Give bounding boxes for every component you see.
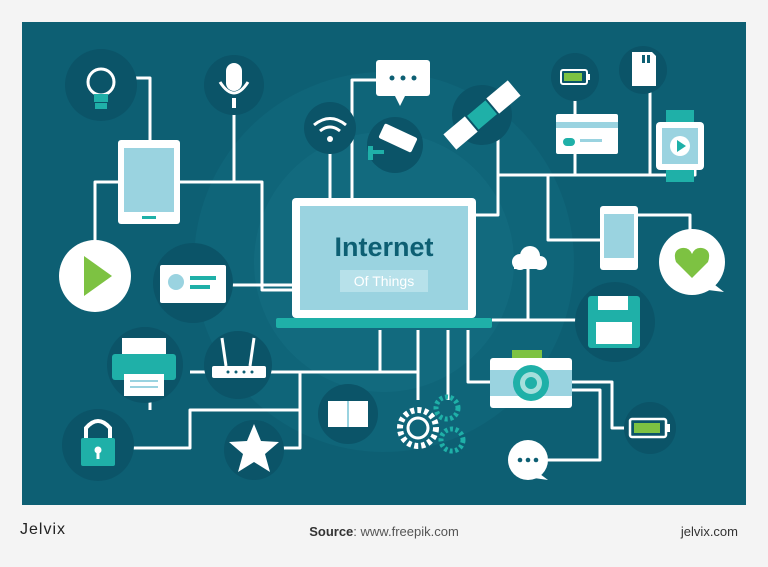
chat-bubble-icon [376,60,430,106]
source-url: : www.freepik.com [353,524,459,539]
battery-icon [551,53,599,101]
tablet-icon [118,140,180,224]
heart-bubble-icon [659,229,725,295]
satellite-icon [443,80,521,150]
center-subtitle: Of Things [354,273,414,289]
brand-logo: Jelvix [20,521,67,538]
cloud-icon [512,246,547,270]
lightbulb-icon [65,49,137,121]
center-title: Internet [334,232,433,262]
floppy-disk-icon [575,282,655,362]
sd-card-icon [619,46,667,94]
battery-icon [624,402,676,454]
site-link[interactable]: jelvix.com [680,524,738,539]
source-credit: Source: www.freepik.com [0,524,768,539]
laptop: Internet Of Things [276,198,492,328]
source-label: Source [309,524,354,539]
smartphone-icon [600,206,638,270]
gears-icon [397,394,466,454]
padlock-icon [62,409,134,481]
chat-dots-icon [508,440,548,480]
credit-card-icon [556,114,618,154]
camera-icon [490,350,572,408]
play-button-icon [59,240,131,312]
smartwatch-icon [656,110,704,182]
router-icon [204,331,272,399]
star-icon [224,420,284,480]
microphone-icon [204,55,264,115]
book-icon [318,384,378,444]
id-card-icon [153,243,233,323]
printer-icon [107,327,183,403]
security-camera-icon [367,117,423,173]
wifi-icon [304,102,356,154]
